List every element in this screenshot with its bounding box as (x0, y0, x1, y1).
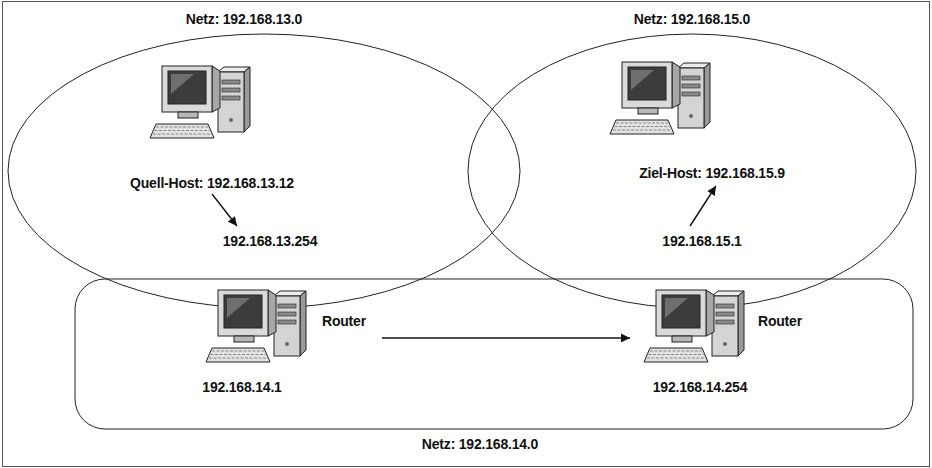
monitor-side (672, 62, 680, 108)
keyboard-keys (212, 351, 264, 352)
monitor-stand (234, 336, 254, 342)
network-band: Netz: 192.168.14.0192.168.13.254Router19… (74, 278, 914, 458)
router-label: Router (322, 312, 366, 330)
route-arrow (690, 186, 716, 226)
monitor-front (656, 290, 706, 336)
keyboard-keys (613, 130, 671, 131)
keyboard-keys (649, 354, 704, 355)
ip-address: 192.168.15.1 (662, 232, 741, 250)
host-computer: Ziel-Host: 192.168.15.9 (604, 52, 818, 186)
monitor-front (622, 62, 672, 108)
keyboard-keys (616, 123, 668, 124)
keyboard-keys (153, 134, 211, 135)
monitor-screen (168, 71, 206, 104)
computer-icon (150, 62, 250, 144)
network-label: Netz: 192.168.13.0 (186, 10, 302, 28)
network-outline (4, 6, 524, 310)
network-label: Netz: 192.168.15.0 (634, 10, 750, 28)
drive-slot (222, 88, 240, 92)
ip-address: 192.168.14.1 (202, 378, 281, 396)
drive-slot (278, 320, 296, 324)
power-button (723, 342, 727, 346)
host-label: Quell-Host: 192.168.13.12 (130, 174, 294, 192)
network-ellipse: Netz: 192.168.15.0Ziel-Host: 192.168.15.… (466, 6, 918, 310)
power-button (285, 342, 289, 346)
monitor-screen (628, 67, 666, 100)
screen-glare (171, 74, 194, 94)
network-outline-ellipse (8, 34, 520, 308)
computer-icon (206, 286, 306, 368)
keyboard-keys (650, 351, 702, 352)
drive-slot (222, 96, 240, 100)
host-computer: Quell-Host: 192.168.13.12 (112, 58, 312, 194)
drive-slot (716, 312, 734, 316)
screen-glare (227, 298, 250, 318)
keyboard (610, 120, 674, 134)
tower-front (274, 296, 300, 356)
tower-front (678, 68, 704, 128)
keyboard-keys (211, 354, 266, 355)
monitor-front (162, 66, 212, 112)
network-outline-ellipse (468, 34, 916, 308)
keyboard (150, 124, 214, 138)
keyboard-keys (615, 126, 670, 127)
tower-side (704, 63, 710, 128)
monitor-side (706, 290, 714, 336)
network-outline (466, 6, 918, 310)
drive-slot (716, 320, 734, 324)
network-ellipse: Netz: 192.168.13.0Quell-Host: 192.168.13… (4, 6, 524, 310)
network-label: Netz: 192.168.14.0 (422, 435, 538, 453)
monitor-stand (638, 108, 658, 114)
tower-side (738, 291, 744, 356)
drive-slot (682, 92, 700, 96)
route-arrow (212, 194, 237, 226)
keyboard (644, 348, 708, 362)
power-button (689, 114, 693, 118)
drive-slot (716, 304, 734, 308)
drive-slot (682, 76, 700, 80)
keyboard (206, 348, 270, 362)
drive-slot (278, 312, 296, 316)
network-outline-band (75, 279, 913, 429)
keyboard-keys (209, 358, 267, 359)
frame-border (3, 2, 930, 467)
drive-slot (278, 304, 296, 308)
tower-side (244, 67, 250, 132)
host-label: Ziel-Host: 192.168.15.9 (639, 164, 785, 182)
computer-icon (644, 286, 744, 368)
monitor-side (268, 290, 276, 336)
drive-slot (682, 84, 700, 88)
monitor-screen (662, 295, 700, 328)
tower-front (218, 72, 244, 132)
monitor-stand (178, 112, 198, 118)
ip-address: 192.168.13.254 (223, 232, 318, 250)
power-button (229, 118, 233, 122)
screen-glare (665, 298, 688, 318)
keyboard-keys (156, 127, 208, 128)
screen-glare (631, 70, 654, 90)
drive-slot (222, 80, 240, 84)
tower-side (300, 291, 306, 356)
router: 192.168.15.1Router 192.168.14.254 (630, 226, 820, 398)
monitor-front (218, 290, 268, 336)
route-arrow (382, 337, 630, 338)
computer-icon (610, 58, 710, 140)
network-outline (74, 278, 914, 458)
keyboard-keys (155, 130, 210, 131)
monitor-side (212, 66, 220, 112)
tower-front (712, 296, 738, 356)
keyboard-keys (647, 358, 705, 359)
monitor-screen (224, 295, 262, 328)
router: 192.168.13.254Router 192.168.14.1 (186, 226, 382, 398)
ip-address: 192.168.14.254 (653, 378, 748, 396)
monitor-stand (672, 336, 692, 342)
router-label: Router (758, 312, 802, 330)
